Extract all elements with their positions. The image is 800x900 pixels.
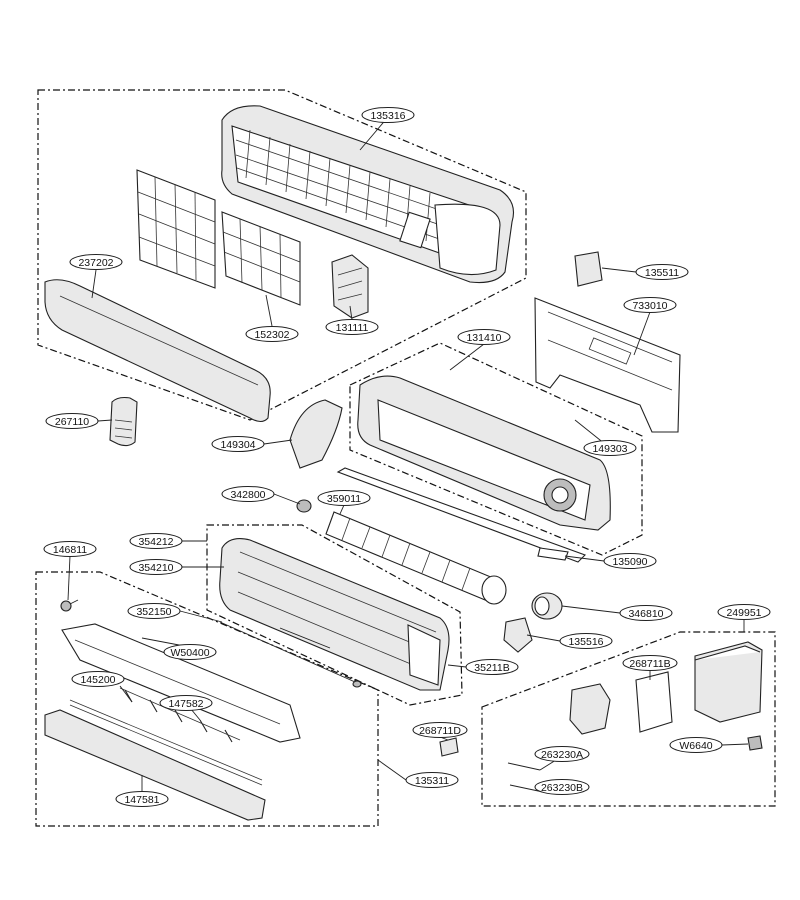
side-holder-left-drawing	[289, 399, 343, 469]
part-number-W6640: W6640	[679, 740, 712, 752]
callout-149303: 149303	[583, 440, 637, 456]
motor-cover-drawing	[503, 617, 533, 653]
callout-263230B: 263230B	[534, 779, 590, 795]
filter-cartridge-drawing	[331, 254, 369, 319]
motor-drawing	[531, 592, 563, 620]
callout-147581: 147581	[115, 791, 169, 807]
screw-drawing	[60, 599, 79, 612]
part-number-135090: 135090	[612, 556, 647, 568]
callout-733010: 733010	[623, 297, 677, 313]
cover-small-drawing	[574, 251, 603, 287]
callout-342800: 342800	[221, 486, 275, 502]
callout-268711D: 268711D	[412, 722, 468, 738]
callout-135316: 135316	[361, 107, 415, 123]
callout-263230A: 263230A	[534, 746, 590, 762]
callout-237202: 237202	[69, 254, 123, 270]
callout-346810: 346810	[619, 605, 673, 621]
part-number-135311: 135311	[415, 775, 449, 787]
part-number-267110: 267110	[55, 416, 89, 428]
part-number-146811: 146811	[53, 544, 87, 556]
callout-W50400: W50400	[163, 644, 217, 660]
horizontal-louver-drawing	[44, 699, 266, 821]
callout-249951: 249951	[717, 604, 771, 620]
callout-354210: 354210	[129, 559, 183, 575]
part-number-147582: 147582	[168, 698, 203, 710]
part-number-135316: 135316	[370, 110, 405, 122]
callout-152302: 152302	[245, 326, 299, 342]
part-number-135511: 135511	[645, 267, 679, 279]
callout-35211B: 35211B	[465, 659, 519, 675]
heater-pipe-drawing	[219, 621, 362, 688]
filters-drawing	[136, 169, 301, 306]
part-number-268711B: 268711B	[629, 658, 670, 670]
callout-268711B: 268711B	[622, 655, 678, 671]
part-number-346810: 346810	[628, 608, 663, 620]
callout-147582: 147582	[159, 695, 213, 711]
part-number-352150: 352150	[136, 606, 171, 618]
part-number-359011: 359011	[327, 493, 361, 505]
callout-352150: 352150	[127, 603, 181, 619]
remote-controller-drawing	[109, 396, 138, 447]
bearing-drawing	[296, 499, 312, 513]
part-number-147581: 147581	[124, 794, 159, 806]
group-border-control-box	[481, 631, 776, 807]
callout-359011: 359011	[317, 490, 371, 506]
part-number-342800: 342800	[230, 489, 265, 501]
part-number-237202: 237202	[78, 257, 113, 269]
small-part-268711D-drawing	[439, 737, 459, 757]
discharge-frame-drawing	[61, 623, 301, 743]
callout-W6640: W6640	[669, 737, 723, 753]
callout-135090: 135090	[603, 553, 657, 569]
callout-131410: 131410	[457, 329, 511, 345]
callout-146811: 146811	[43, 541, 97, 557]
part-number-733010: 733010	[632, 300, 667, 312]
part-number-149303: 149303	[592, 443, 627, 455]
part-number-249951: 249951	[726, 607, 761, 619]
callout-149304: 149304	[211, 436, 265, 452]
callout-354212: 354212	[129, 533, 183, 549]
front-panel-drawing	[44, 279, 271, 423]
group-border-louver	[35, 571, 379, 827]
crossflow-fan-drawing	[325, 511, 507, 605]
callout-135516: 135516	[559, 633, 613, 649]
callout-145200: 145200	[71, 671, 125, 687]
part-number-W50400: W50400	[170, 647, 209, 659]
part-number-131111: 131111	[336, 322, 369, 334]
drain-pan-drawing	[336, 467, 587, 563]
group-border-chassis	[349, 342, 643, 556]
part-number-268711D: 268711D	[419, 725, 461, 737]
callout-135311: 135311	[405, 772, 459, 788]
part-number-263230A: 263230A	[541, 749, 583, 761]
part-number-149304: 149304	[220, 439, 255, 451]
callout-131111: 131111	[325, 319, 379, 335]
part-number-152302: 152302	[254, 329, 289, 341]
part-number-35211B: 35211B	[474, 662, 509, 674]
front-grille-drawing	[221, 105, 515, 284]
control-box-drawing	[507, 641, 763, 793]
installation-plate-drawing	[534, 297, 681, 433]
part-number-354212: 354212	[138, 536, 173, 548]
part-number-145200: 145200	[80, 674, 115, 686]
part-number-263230B: 263230B	[541, 782, 583, 794]
evaporator-drawing	[219, 538, 450, 691]
part-number-135516: 135516	[568, 636, 603, 648]
group-border-front-panel	[37, 89, 527, 421]
callout-267110: 267110	[45, 413, 99, 429]
chassis-drawing	[357, 375, 611, 531]
vertical-vanes-drawing	[119, 687, 241, 743]
part-number-131410: 131410	[466, 332, 501, 344]
part-number-354210: 354210	[138, 562, 173, 574]
group-border-evaporator	[206, 524, 463, 706]
callout-135511: 135511	[635, 264, 689, 280]
